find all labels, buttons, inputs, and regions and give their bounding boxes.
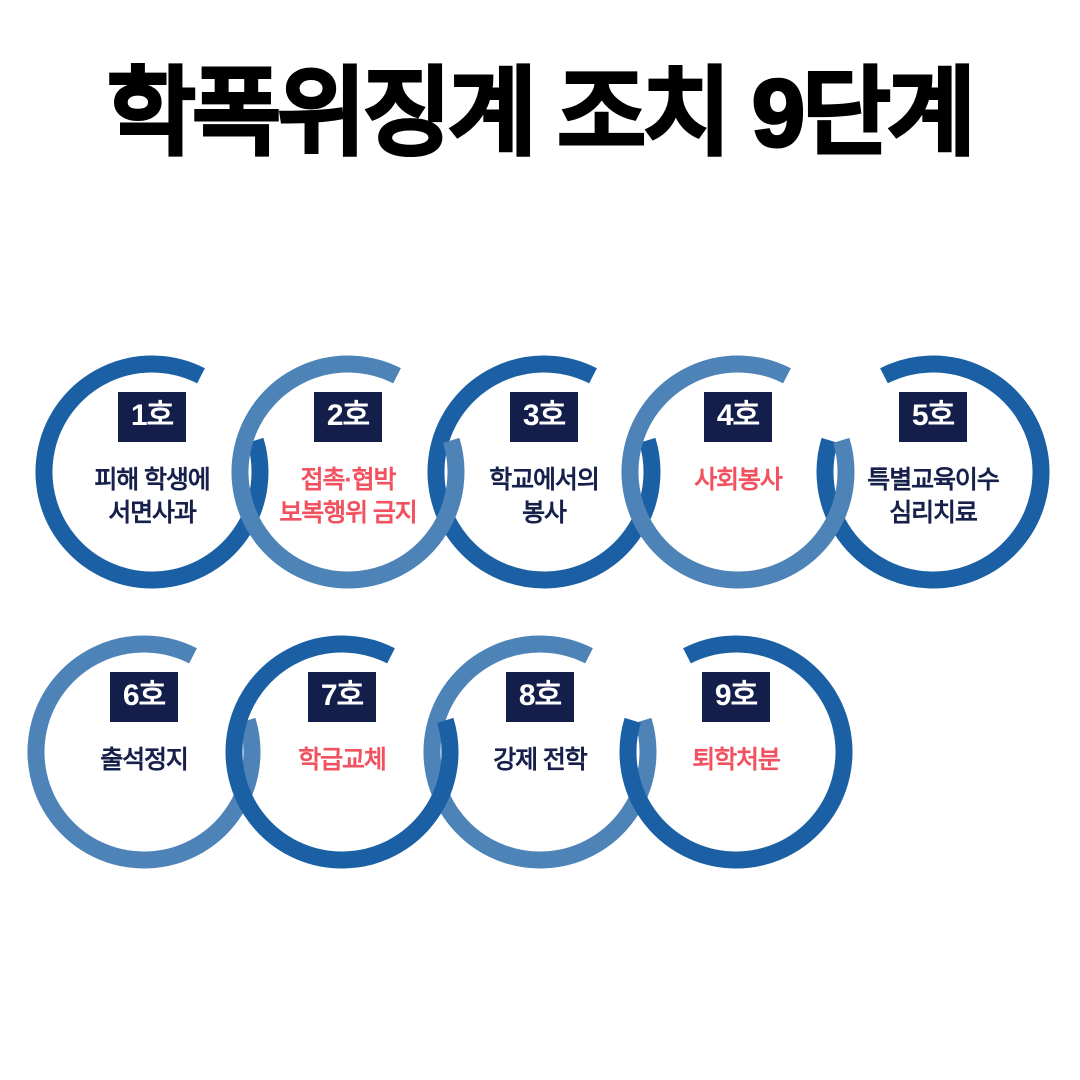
- step-label: 학급교체: [298, 746, 387, 774]
- step-number-badge: 5호: [898, 392, 968, 442]
- step-number-badge: 3호: [509, 392, 579, 442]
- step-label: 접촉·협박 보복행위 금지: [279, 466, 417, 527]
- step-label: 강제 전학: [493, 746, 588, 774]
- step-number-badge: 8호: [505, 672, 575, 722]
- step-number-badge: 7호: [307, 672, 377, 722]
- step-number-badge: 2호: [313, 392, 383, 442]
- step-number-badge: 9호: [701, 672, 771, 722]
- step-number-badge: 6호: [109, 672, 179, 722]
- step-label: 출석정지: [100, 746, 189, 774]
- step-label: 퇴학처분: [692, 746, 781, 774]
- step-label: 사회봉사: [694, 466, 783, 494]
- step-label: 피해 학생에 서면사과: [94, 466, 210, 527]
- step-label: 학교에서의 봉사: [489, 466, 600, 527]
- step-label: 특별교육이수 심리치료: [867, 466, 1000, 527]
- step-number-badge: 1호: [117, 392, 187, 442]
- step-number-badge: 4호: [703, 392, 773, 442]
- page-title: 학폭위징계 조치 9단계: [106, 60, 978, 167]
- page-title-block: 학폭위징계 조치 9단계: [0, 60, 1080, 167]
